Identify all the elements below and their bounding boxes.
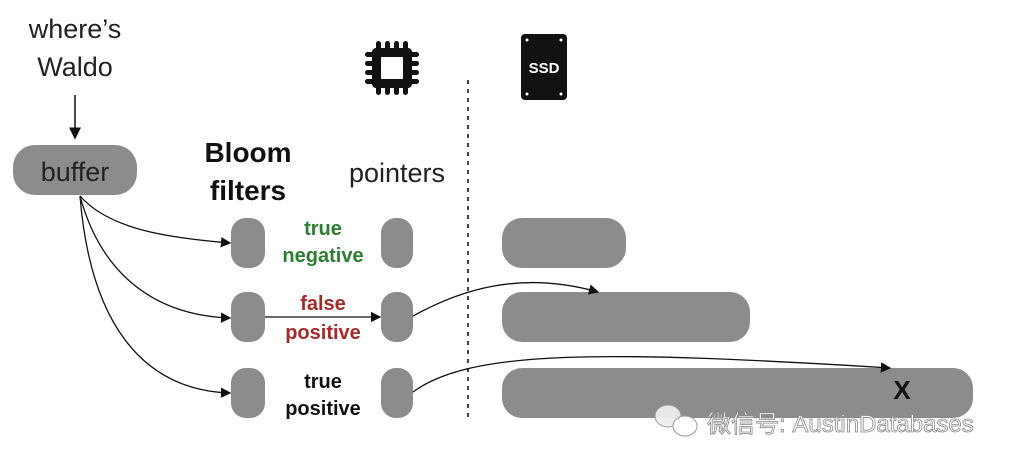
row1-label-line1: true bbox=[304, 218, 342, 240]
row2-label-line2: positive bbox=[285, 322, 361, 344]
row2-label-line1: false bbox=[300, 293, 346, 315]
arrow-pointer-to-ssd-run-2 bbox=[412, 282, 600, 317]
ssd-run-3 bbox=[502, 368, 973, 418]
bloom-filter-2 bbox=[231, 292, 265, 342]
target-marker: X bbox=[893, 375, 911, 405]
query-text-line1: where’s bbox=[28, 14, 122, 44]
row3-label-line1: true bbox=[304, 371, 342, 393]
ssd-run-1 bbox=[502, 218, 626, 268]
ssd-icon-label: SSD bbox=[529, 60, 560, 77]
bloom-filter-3 bbox=[231, 368, 265, 418]
wechat-icon bbox=[654, 404, 698, 437]
row1-label-line2: negative bbox=[282, 245, 363, 267]
ssd-icon: SSD bbox=[521, 34, 567, 100]
pointer-1 bbox=[381, 218, 413, 268]
row3-label-line2: positive bbox=[285, 398, 361, 420]
pointers-header: pointers bbox=[349, 158, 445, 188]
watermark-text: 微信号: AustinDatabases bbox=[707, 411, 974, 438]
arrow-buffer-to-bloom-2 bbox=[79, 195, 232, 323]
buffer-label: buffer bbox=[41, 157, 110, 187]
bloom-header-line1: Bloom bbox=[204, 137, 291, 168]
pointer-2 bbox=[381, 292, 413, 342]
pointer-3 bbox=[381, 368, 413, 418]
arrow-buffer-to-bloom-3 bbox=[79, 195, 232, 398]
bloom-filter-1 bbox=[231, 218, 265, 268]
ssd-run-2 bbox=[502, 292, 750, 342]
arrow-buffer-to-bloom-1 bbox=[79, 195, 232, 248]
arrow-pointer-to-ssd-run-3 bbox=[412, 355, 892, 393]
cpu-chip-icon bbox=[365, 41, 419, 95]
buffer-box bbox=[13, 145, 137, 195]
bloom-header-line2: filters bbox=[210, 175, 286, 206]
query-text-line2: Waldo bbox=[37, 52, 113, 82]
